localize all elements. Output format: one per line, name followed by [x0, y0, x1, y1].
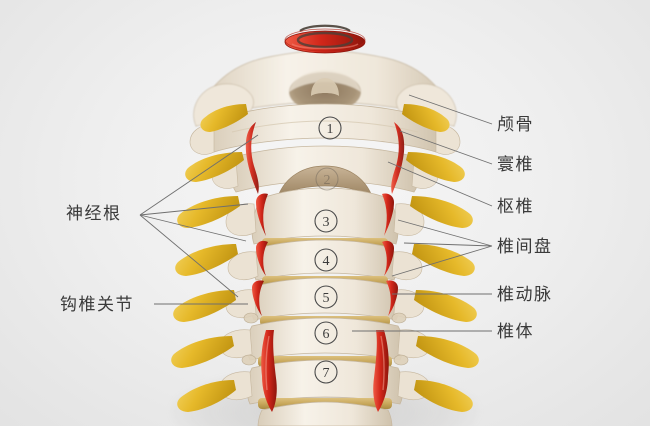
marker-1: 1: [318, 116, 342, 140]
marker-3: 3: [314, 209, 338, 233]
marker-4: 4: [314, 248, 338, 272]
svg-text:2: 2: [324, 173, 331, 188]
label-skull: 颅骨: [497, 115, 534, 134]
label-atlas: 寰椎: [497, 155, 534, 174]
marker-2: 2: [315, 167, 339, 191]
label-uncovertebral-joint: 钩椎关节: [60, 295, 134, 314]
vertebral-artery-loop: [284, 24, 366, 54]
label-intervertebral-disc: 椎间盘: [497, 237, 553, 256]
svg-text:3: 3: [323, 215, 330, 230]
marker-5: 5: [314, 285, 338, 309]
label-axis: 枢椎: [497, 197, 534, 216]
label-nerve-root: 神经根: [66, 204, 122, 223]
vertebra-c7: [219, 359, 431, 426]
label-vertebral-artery: 椎动脉: [497, 285, 553, 304]
svg-text:1: 1: [327, 122, 334, 137]
svg-text:4: 4: [323, 254, 330, 269]
svg-text:7: 7: [323, 366, 330, 381]
label-vertebral-body: 椎体: [497, 322, 534, 341]
svg-text:5: 5: [323, 291, 330, 306]
marker-7: 7: [314, 360, 338, 384]
uncovertebral-joints: [241, 312, 409, 366]
marker-6: 6: [314, 321, 338, 345]
dens: [311, 78, 339, 96]
vertebra-number-markers: 1 2 3 4 5 6 7: [314, 116, 342, 384]
svg-text:6: 6: [323, 327, 330, 342]
